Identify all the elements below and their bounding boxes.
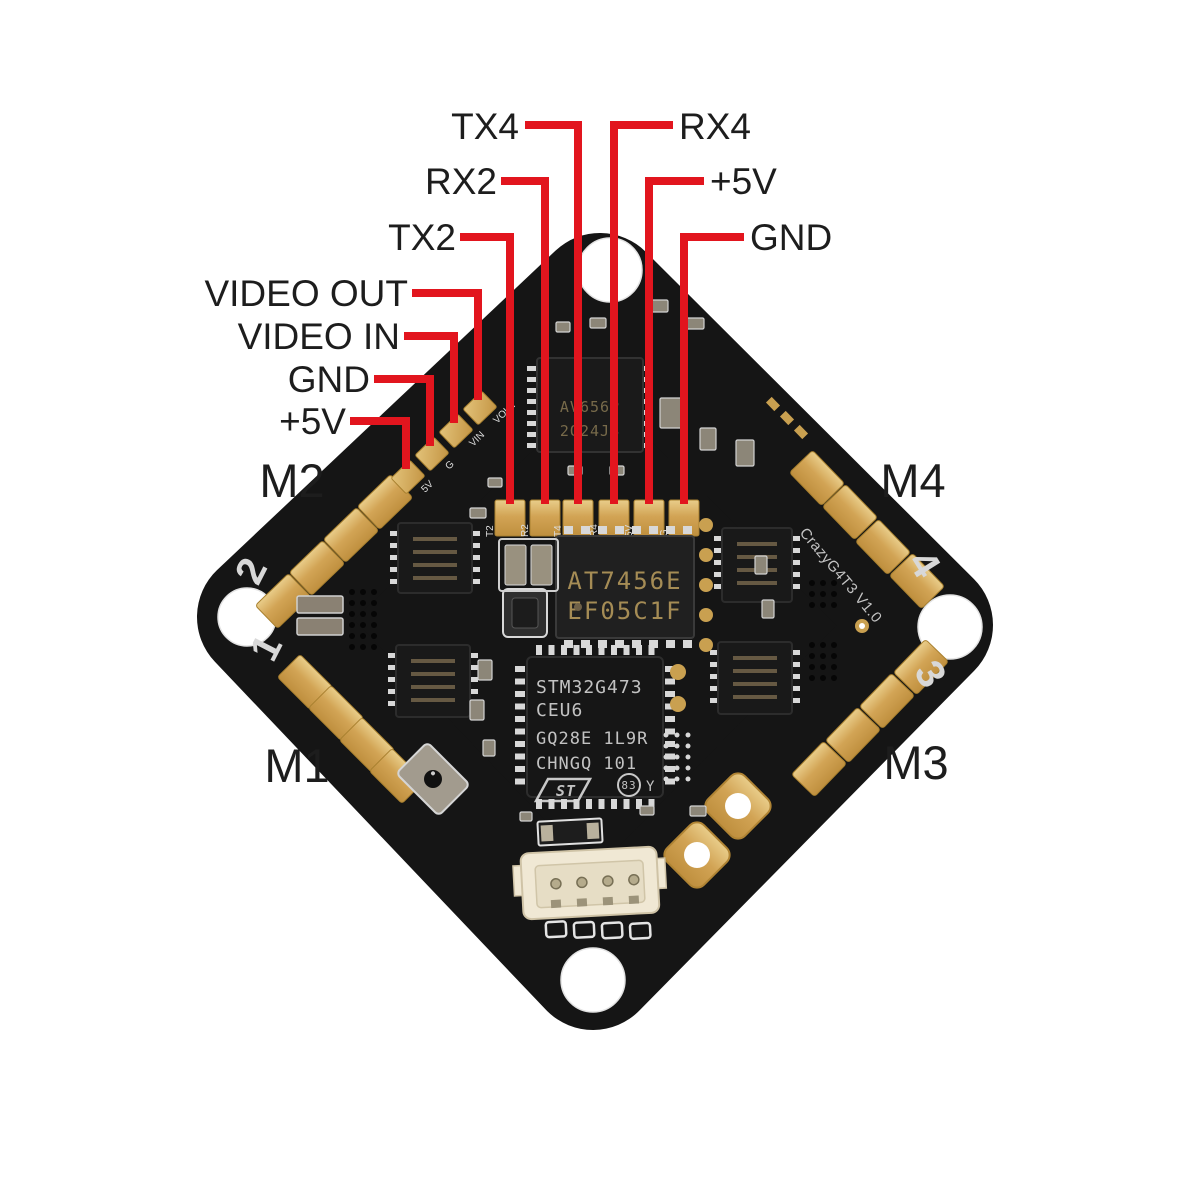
connector-pin-lower: [628, 895, 640, 904]
solder-pad: [890, 554, 944, 608]
callout-line-gnd-left: [374, 375, 434, 446]
connector-pin: [576, 876, 588, 889]
label-tx4: TX4: [451, 106, 519, 147]
mcu-marking: STM32G473: [536, 677, 643, 698]
mcu-marking: CEU6: [536, 700, 583, 721]
capacitors-left: [296, 595, 344, 636]
solder-pad: [256, 574, 310, 628]
callout-line-video-in: [404, 332, 458, 423]
silkscreen-8888: [544, 920, 652, 940]
pad-silk-label: R2: [520, 524, 531, 537]
pad-hole: [725, 793, 751, 819]
solder-pad: [894, 640, 948, 694]
solder-pad: [856, 520, 910, 574]
battery-pads: [663, 772, 772, 889]
connector-pin-lower: [602, 896, 614, 906]
solder-pad: [860, 674, 914, 728]
pad-hole: [684, 842, 710, 868]
label-5v-left: +5V: [279, 401, 346, 442]
label-rx2: RX2: [425, 161, 497, 202]
jst-connector: [512, 845, 668, 921]
callout-line-5v-right: [645, 177, 704, 504]
uart-pad-silkscreen: T2 R2 T4 R4 5V G: [485, 524, 670, 537]
mcu-badge-circle: [617, 773, 641, 797]
callout-line-video-out: [412, 289, 482, 400]
label-gnd-left: GND: [288, 359, 370, 400]
solder-pad: [826, 708, 880, 762]
callout-labels: TX4 RX4 RX2 +5V TX2 GND VIDEO OUT VIDEO …: [204, 106, 832, 442]
pad-silk-label: 5V: [624, 524, 635, 537]
barometer: [397, 743, 469, 815]
label-m3: M3: [883, 736, 948, 789]
solder-pad: [790, 451, 844, 505]
label-5v-right: +5V: [710, 161, 777, 202]
mounting-hole-right: [917, 594, 983, 660]
pad-gnd: [415, 437, 449, 471]
mcu-chip: STM32G473 CEU6 GQ28E 1L9R CHNGQ 101 ST 8…: [526, 656, 664, 803]
connector-pin: [628, 873, 640, 886]
label-video-in: VIDEO IN: [238, 316, 400, 357]
connector-pin: [550, 878, 562, 890]
mcu-grade: Y: [646, 779, 655, 795]
label-rx4: RX4: [679, 106, 751, 147]
crystal: [502, 588, 548, 638]
pad-video-out: [463, 391, 497, 425]
osd-chip-marking: AT7456E: [567, 567, 682, 595]
pin1-dot: [574, 603, 582, 611]
mcu-marking: CHNGQ 101: [536, 754, 637, 774]
label-m1: M1: [264, 739, 329, 792]
solder-pad: [324, 508, 378, 562]
video-power-pads: [391, 391, 497, 494]
callout-lines: [350, 121, 744, 504]
label-m4: M4: [880, 454, 945, 507]
callout-line-rx2: [501, 177, 549, 504]
connector-pin-lower: [576, 898, 588, 907]
smd-above-connector: [536, 817, 604, 847]
st-logo-text: ST: [556, 782, 576, 800]
callout-line-tx4: [525, 121, 582, 504]
label-tx2: TX2: [388, 217, 456, 258]
label-video-out: VIDEO OUT: [204, 273, 408, 314]
smd-decor: [349, 299, 869, 822]
callout-line-rx4: [610, 121, 673, 504]
rx-chip: AV656P 2Q24J4: [536, 357, 644, 453]
mcu-badge: 83: [621, 779, 636, 792]
connector-cavity: [534, 859, 646, 909]
connector-pin-lower: [550, 899, 562, 909]
callout-line-5v-left: [350, 417, 410, 469]
pad-silk-label: T4: [553, 525, 564, 537]
motor-pads-m2: [256, 475, 412, 628]
pad-silk-label: T2: [485, 525, 496, 537]
esc-chip: [397, 522, 473, 594]
mounting-hole-bottom: [560, 947, 626, 1013]
osd-chip: AT7456E EF05C1F: [555, 535, 695, 639]
mcu-marking: GQ28E 1L9R: [536, 729, 648, 749]
callout-line-tx2: [460, 233, 514, 504]
solder-pad: [792, 742, 846, 796]
callout-line-gnd-right: [680, 233, 744, 504]
pad-silk-label: R4: [589, 524, 600, 537]
pad-silk-label: G: [659, 529, 670, 537]
osd-chip-marking: EF05C1F: [567, 597, 682, 625]
motor-pads-m3: [792, 640, 948, 796]
label-gnd-right: GND: [750, 217, 832, 258]
solder-pad: [290, 541, 344, 595]
connector-pin: [602, 875, 614, 887]
motor-pads-m1: [278, 655, 424, 803]
esc-chip: [717, 641, 793, 715]
pad-video-in: [439, 414, 473, 448]
solder-pad: [823, 485, 877, 539]
esc-chip: [395, 644, 471, 718]
motor-labels: M2 M4 M1 M3: [259, 454, 948, 792]
motor-pads-m4: [790, 451, 944, 608]
capacitor-pair: [498, 538, 559, 592]
pad-5v: [391, 460, 425, 494]
label-m2: M2: [259, 454, 324, 507]
